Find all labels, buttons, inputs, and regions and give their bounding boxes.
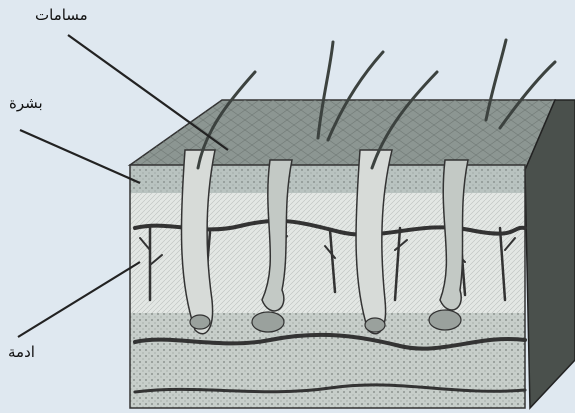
label-pores: مسامات xyxy=(35,6,88,24)
subcutaneous-layer xyxy=(130,313,525,408)
label-epidermis: بشرة xyxy=(9,94,43,112)
label-dermis: ادمة xyxy=(8,343,35,361)
